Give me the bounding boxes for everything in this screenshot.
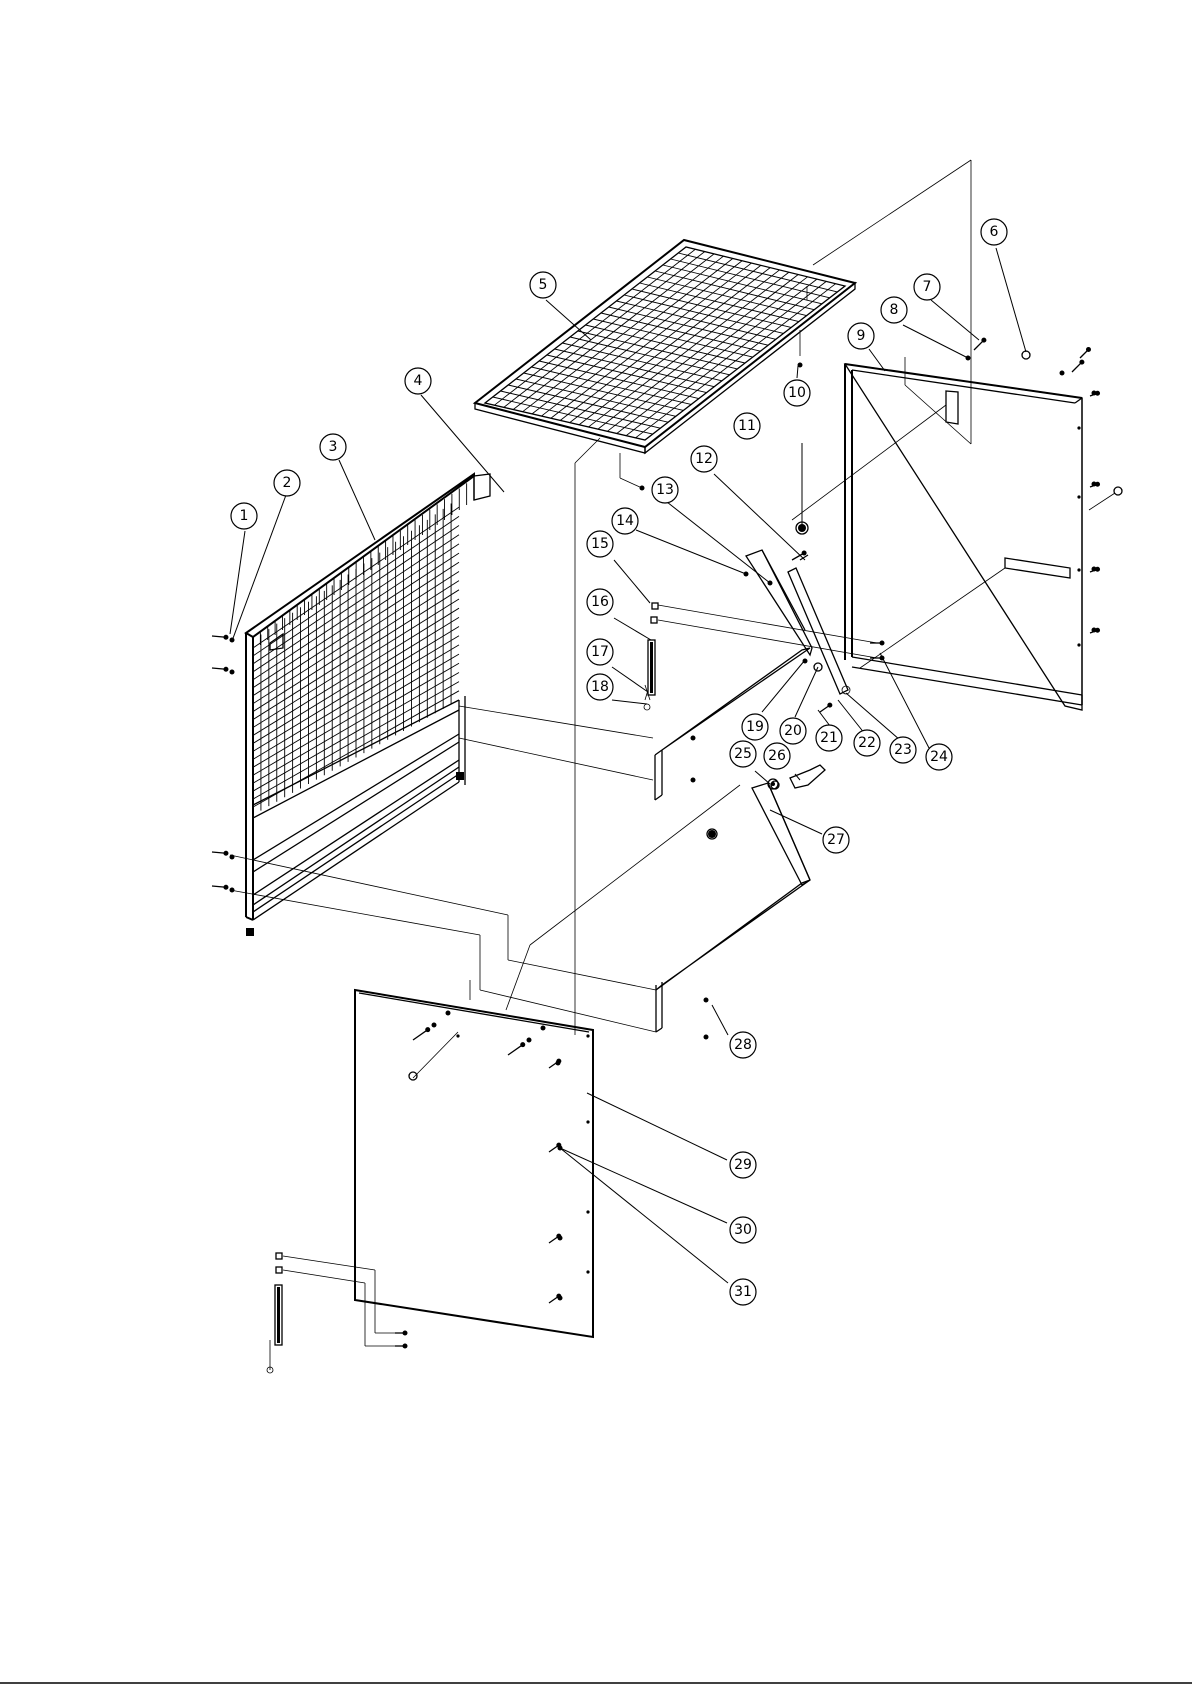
callout-31: 31 [730, 1279, 756, 1305]
svg-text:30: 30 [734, 1222, 752, 1238]
svg-text:7: 7 [923, 279, 932, 295]
callout-20: 20 [780, 718, 806, 744]
right-frame-panel [792, 364, 1082, 710]
callout-16: 16 [587, 589, 613, 615]
svg-text:3: 3 [329, 439, 338, 455]
callout-2: 2 [274, 470, 300, 496]
svg-text:13: 13 [656, 482, 674, 498]
svg-text:23: 23 [894, 742, 912, 758]
svg-text:20: 20 [784, 723, 802, 739]
svg-text:4: 4 [414, 373, 423, 389]
svg-text:31: 31 [734, 1284, 752, 1300]
callouts: 1 2 3 4 5 6 7 8 9 10 11 12 13 14 15 16 1… [231, 219, 1007, 1305]
callout-3: 3 [320, 434, 346, 460]
callout-27: 27 [823, 827, 849, 853]
callout-6: 6 [981, 219, 1007, 245]
gas-strut [788, 555, 850, 694]
callout-4: 4 [405, 368, 431, 394]
callout-8: 8 [881, 297, 907, 323]
svg-text:6: 6 [990, 224, 999, 240]
svg-text:16: 16 [591, 594, 609, 610]
svg-text:10: 10 [788, 385, 806, 401]
svg-text:19: 19 [746, 719, 764, 735]
callout-9: 9 [848, 323, 874, 349]
svg-text:1: 1 [240, 508, 249, 524]
svg-text:9: 9 [857, 328, 866, 344]
callout-26: 26 [764, 743, 790, 769]
svg-text:2: 2 [283, 475, 292, 491]
svg-text:25: 25 [734, 746, 752, 762]
svg-text:22: 22 [858, 735, 876, 751]
svg-text:5: 5 [539, 277, 548, 293]
handle-assembly-lower [267, 1253, 282, 1373]
callout-15: 15 [587, 531, 613, 557]
callout-23: 23 [890, 737, 916, 763]
callout-10: 10 [784, 380, 810, 406]
callout-1: 1 [231, 503, 257, 529]
svg-text:14: 14 [616, 513, 634, 529]
callout-5: 5 [530, 272, 556, 298]
callout-21: 21 [816, 725, 842, 751]
callout-12: 12 [691, 446, 717, 472]
handle-assembly-upper [644, 603, 658, 710]
callout-25: 25 [730, 741, 756, 767]
explosion-lines [230, 493, 1115, 1346]
callout-24: 24 [926, 744, 952, 770]
svg-text:21: 21 [820, 730, 838, 746]
callout-28: 28 [730, 1032, 756, 1058]
callout-18: 18 [587, 674, 613, 700]
svg-text:24: 24 [930, 749, 948, 765]
svg-text:11: 11 [738, 418, 756, 434]
door-panel [355, 990, 593, 1337]
callout-14: 14 [612, 508, 638, 534]
svg-text:26: 26 [768, 748, 786, 764]
top-mesh-panel [475, 240, 855, 453]
callout-17: 17 [587, 639, 613, 665]
svg-text:17: 17 [591, 644, 609, 660]
callout-leaders [230, 248, 1026, 1283]
callout-19: 19 [742, 714, 768, 740]
svg-text:18: 18 [591, 679, 609, 695]
callout-7: 7 [914, 274, 940, 300]
svg-text:12: 12 [695, 451, 713, 467]
callout-22: 22 [854, 730, 880, 756]
lower-angle-bracket [656, 783, 810, 1032]
svg-text:28: 28 [734, 1037, 752, 1053]
svg-text:8: 8 [890, 302, 899, 318]
callout-30: 30 [730, 1217, 756, 1243]
callout-11: 11 [734, 413, 760, 439]
svg-text:27: 27 [827, 832, 845, 848]
callout-29: 29 [730, 1152, 756, 1178]
svg-text:29: 29 [734, 1157, 752, 1173]
svg-text:15: 15 [591, 536, 609, 552]
callout-13: 13 [652, 477, 678, 503]
